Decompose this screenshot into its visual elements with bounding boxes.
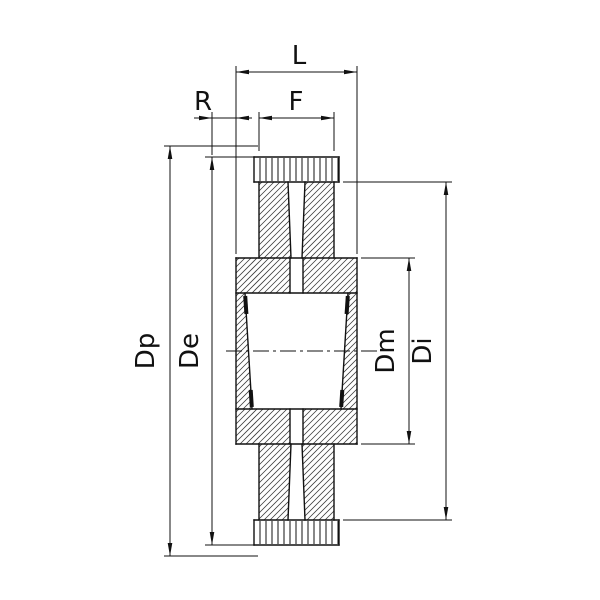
dimension-lines — [164, 66, 452, 557]
dim-label-r: R — [194, 87, 212, 117]
dim-label-di: Di — [408, 337, 438, 364]
taper-bush-slits — [243, 295, 350, 408]
part-outline — [235, 156, 358, 546]
dim-label-f: F — [289, 87, 304, 117]
dim-label-dp: Dp — [131, 333, 161, 370]
dim-label-de: De — [175, 333, 205, 369]
dim-label-l: L — [292, 41, 307, 71]
dim-label-dm: Dm — [371, 328, 401, 373]
dimension-labels: L R F Dp De Dm Di — [131, 41, 438, 374]
belt-teeth-ticks — [259, 158, 339, 544]
